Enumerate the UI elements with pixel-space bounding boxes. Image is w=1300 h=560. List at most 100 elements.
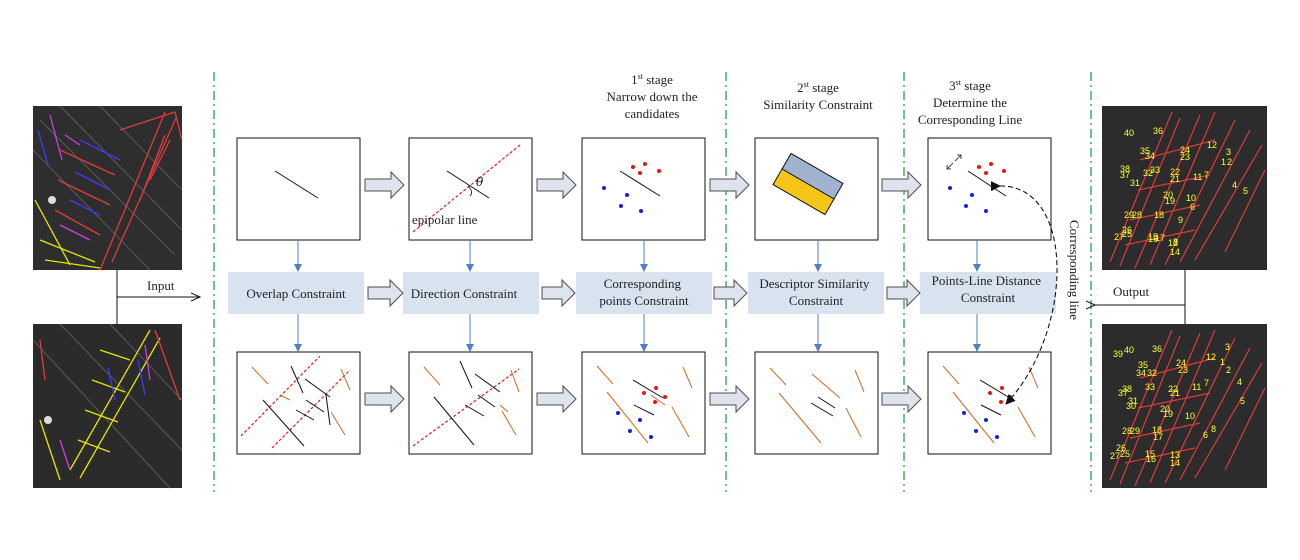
stage-1-line-2: candidates xyxy=(625,106,680,121)
input-label: Input xyxy=(147,278,175,293)
svg-text:22: 22 xyxy=(1170,167,1180,177)
svg-text:16: 16 xyxy=(1148,234,1158,244)
svg-text:3: 3 xyxy=(1225,342,1230,352)
svg-text:29: 29 xyxy=(1130,426,1140,436)
stage-title-1: 1st stage Narrow down the candidates xyxy=(607,72,698,121)
svg-text:29: 29 xyxy=(1124,210,1134,220)
stage-3-line-2: Corresponding Line xyxy=(918,112,1023,127)
svg-text:37: 37 xyxy=(1118,388,1128,398)
svg-text:9: 9 xyxy=(1178,215,1183,225)
constraint-box-2 xyxy=(403,272,539,314)
svg-text:1: 1 xyxy=(1220,357,1225,367)
direction-panel-content: θ epipolar line xyxy=(412,144,521,233)
svg-text:36: 36 xyxy=(1153,126,1163,136)
svg-text:25: 25 xyxy=(1120,449,1130,459)
constraint-label-4b: Constraint xyxy=(789,293,844,308)
svg-text:4: 4 xyxy=(1232,180,1237,190)
panel-top-5 xyxy=(927,137,1052,241)
output-label: Output xyxy=(1113,284,1150,299)
svg-text:Overlap Constraint: Overlap Constraint xyxy=(246,286,346,301)
svg-text:15: 15 xyxy=(1148,232,1158,242)
svg-text:Descriptor Similarity Cons: Descriptor Similarity Constraint xyxy=(759,276,872,308)
panel-bottom-5 xyxy=(927,351,1052,455)
constraint-label-2: Direction Constraint xyxy=(411,286,518,301)
constraint-box-4 xyxy=(748,272,884,314)
constraint-label-3b: points Constraint xyxy=(599,293,689,308)
svg-text:30: 30 xyxy=(1126,401,1136,411)
arrow-mid-4 xyxy=(886,278,921,308)
stage-1-line-1: Narrow down the xyxy=(607,89,698,104)
input-connector xyxy=(116,270,200,324)
arrow-mid-3 xyxy=(713,278,748,308)
svg-text:39: 39 xyxy=(1113,349,1123,359)
svg-text:20: 20 xyxy=(1160,404,1170,414)
svg-text:20: 20 xyxy=(1163,190,1173,200)
stage-title-3: 3st stage Determine the Corresponding Li… xyxy=(918,78,1023,127)
constraint-box-1 xyxy=(228,272,364,314)
svg-text:38: 38 xyxy=(1122,384,1132,394)
svg-text:5: 5 xyxy=(1240,396,1245,406)
input-image-top xyxy=(32,105,183,271)
svg-text:5: 5 xyxy=(1243,186,1248,196)
svg-text:19: 19 xyxy=(1163,409,1173,419)
descriptor-rectangles xyxy=(772,152,844,216)
output-numbers-top: 40 36 35 12 3 34 24 32 23 1 2 38 37 33 2… xyxy=(1114,126,1248,257)
svg-text:27: 27 xyxy=(1110,451,1120,461)
svg-text:24: 24 xyxy=(1180,145,1190,155)
constraint-box-5 xyxy=(920,272,1056,314)
svg-text:8: 8 xyxy=(1211,424,1216,434)
arrow-top-1 xyxy=(364,170,405,200)
corresponding-points-panel xyxy=(602,162,661,213)
svg-text:2st stage: 2st stage xyxy=(797,80,839,95)
output-connector xyxy=(1095,270,1186,324)
svg-text:40: 40 xyxy=(1124,345,1134,355)
arrow-bottom-3 xyxy=(709,384,750,414)
svg-text:40: 40 xyxy=(1124,128,1134,138)
stage-2-line-1: Similarity Constraint xyxy=(763,97,873,112)
svg-text:23: 23 xyxy=(1180,152,1190,162)
panel-top-1 xyxy=(236,137,361,241)
input-image-bottom xyxy=(32,323,183,489)
svg-text:6: 6 xyxy=(1190,202,1195,212)
svg-text:12: 12 xyxy=(1207,140,1217,150)
svg-text:11: 11 xyxy=(1193,172,1202,182)
svg-text:10: 10 xyxy=(1185,411,1195,421)
panel-bottom-4 xyxy=(754,351,879,455)
panel-bottom-1 xyxy=(236,351,361,455)
svg-text:4: 4 xyxy=(1237,377,1242,387)
stage-separators xyxy=(213,72,1092,492)
svg-text:26: 26 xyxy=(1122,225,1132,235)
panel-top-3 xyxy=(581,137,706,241)
svg-text:34: 34 xyxy=(1145,151,1155,161)
svg-text:34: 34 xyxy=(1136,368,1146,378)
svg-text:36: 36 xyxy=(1152,344,1162,354)
svg-text:8: 8 xyxy=(1173,237,1178,247)
arrow-mid-1 xyxy=(367,278,404,308)
svg-text:16: 16 xyxy=(1146,454,1156,464)
arrow-top-4 xyxy=(881,170,922,200)
svg-text:32: 32 xyxy=(1147,368,1157,378)
theta-label: θ xyxy=(476,175,484,189)
svg-text:21: 21 xyxy=(1170,174,1180,184)
svg-text:19: 19 xyxy=(1165,196,1175,206)
svg-text:Corresponding points Cons: Corresponding points Constraint xyxy=(599,276,689,308)
candidate-lines-overlap xyxy=(240,355,351,449)
svg-text:38: 38 xyxy=(1120,164,1130,174)
svg-text:Direction Constraint: Direction Constraint xyxy=(411,286,518,301)
svg-text:1st stage: 1st stage xyxy=(631,72,673,87)
svg-text:18: 18 xyxy=(1154,210,1164,220)
svg-text:35: 35 xyxy=(1140,146,1150,156)
panel-bottom-3 xyxy=(581,351,706,455)
svg-text:2: 2 xyxy=(1226,365,1231,375)
svg-text:25: 25 xyxy=(1122,229,1132,239)
svg-text:37: 37 xyxy=(1120,170,1130,180)
constraint-label-5b: Constraint xyxy=(961,290,1016,305)
svg-text:7: 7 xyxy=(1204,378,1209,388)
svg-text:3: 3 xyxy=(1226,147,1231,157)
output-numbers-bottom: 39 40 36 12 3 35 24 34 32 23 1 2 4 38 33… xyxy=(1110,342,1245,468)
epipolar-line-label: epipolar line xyxy=(412,212,478,227)
svg-text:12: 12 xyxy=(1206,352,1216,362)
arrow-top-3 xyxy=(709,170,750,200)
stage-title-2: 2st stage Similarity Constraint xyxy=(763,80,873,112)
